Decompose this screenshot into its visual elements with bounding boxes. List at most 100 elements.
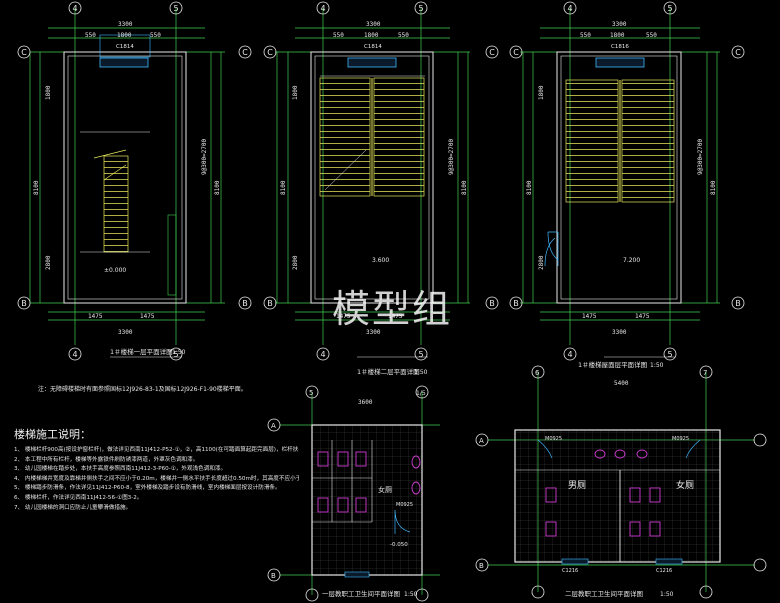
t1-door-tag: M0925 xyxy=(396,502,413,508)
dim-vtot-5: 8100 xyxy=(461,180,468,195)
t1-title: 一层教职工卫生间平面详图 xyxy=(322,589,400,598)
dim-total-1: 3300 xyxy=(118,21,133,28)
plan-title-1: 1＃楼梯一层平面详图 xyxy=(110,347,173,356)
axis-label-b1: B xyxy=(21,299,27,308)
t2-room-men: 男厕 xyxy=(568,480,586,491)
construction-notes: 楼梯施工说明： 1、 楼梯栏杆900高(按设护窗栏杆)，做法详见西南11J412… xyxy=(14,426,299,513)
dim-550-5: 550 xyxy=(580,32,591,39)
dim-vmid-1: 9@300=2700 xyxy=(201,138,208,175)
notes-title: 楼梯施工说明： xyxy=(14,428,91,441)
axis-label-5c: 5 xyxy=(418,4,423,13)
stair-note: 注：无障碍楼梯时有面参照国标12J926-83-1及国标12J926-F1-90… xyxy=(38,386,247,393)
axis-label-c5: C xyxy=(513,48,519,57)
note-item: 2、 本工程中所有栏杆，楼梯等外露铁件刷防锈漆两道，外罩灰色调和漆。 xyxy=(14,456,199,463)
axis-label-5d: 5 xyxy=(418,350,423,359)
note-item: 7、 幼儿园楼梯的洞口应防止儿童攀滑做措施。 xyxy=(14,504,132,511)
dim-550-1: 550 xyxy=(85,32,96,39)
note-item: 4、 内楼梯梯井宽度及靠梯井侧扶手之间不应小于0.20m，楼梯井一侧水平扶手长度… xyxy=(14,475,299,482)
dim-550-4: 550 xyxy=(398,32,409,39)
plan-title-2: 1＃楼梯二层平面详图 xyxy=(357,367,420,376)
axis-label-5b: 5 xyxy=(173,350,178,359)
axis-label-c6: C xyxy=(735,48,741,57)
dim-vtot-6: 8100 xyxy=(710,180,717,195)
t2-dim-width: 5400 xyxy=(614,380,629,387)
axis-label-b4: B xyxy=(489,299,495,308)
t1-axis-5: 5 xyxy=(309,389,313,397)
axis-label-4b: 4 xyxy=(72,350,77,359)
axis-label-b5: B xyxy=(513,299,519,308)
axis-label-c2: C xyxy=(242,48,248,57)
t2-title: 二层教职工卫生间平面详图 xyxy=(565,589,643,598)
stair-plan-1 xyxy=(29,8,225,358)
t1-axis-15: 1/5 xyxy=(416,390,426,397)
axis-label-b2: B xyxy=(242,299,248,308)
dim-v1800-2: 1800 xyxy=(292,85,299,100)
watermark: 模型组 xyxy=(332,287,453,331)
plan-scale-3: 1:50 xyxy=(650,362,664,369)
elev-label-3: 7.200 xyxy=(623,257,640,264)
t2-room-women: 女厕 xyxy=(676,479,694,491)
plan-scale-2: 1:50 xyxy=(414,369,428,376)
window-tag-2: C1814 xyxy=(364,44,382,50)
dim-1800-1: 1800 xyxy=(117,32,132,39)
t2-door-tag-2: M0925 xyxy=(672,436,689,442)
t2-axis-6: 6 xyxy=(535,369,540,377)
t1-dim-width: 3600 xyxy=(358,399,373,406)
axis-label-c3: C xyxy=(267,48,273,57)
note-item: 6、 楼梯栏杆，作法详见西南11J412-56-①图3-2。 xyxy=(14,494,143,501)
window-tag-1: C1814 xyxy=(116,44,134,50)
t1-axis-a: A xyxy=(271,422,276,430)
axis-label-4f: 4 xyxy=(567,350,572,359)
dim-1475-5: 1475 xyxy=(582,313,597,320)
axis-label-5a: 5 xyxy=(173,4,178,13)
dim-bottom-3: 3300 xyxy=(612,329,627,336)
dimension-labels: 3300 3300 3300 3300 3300 3300 550 550 55… xyxy=(33,21,717,336)
dim-vtot-4: 8100 xyxy=(214,180,221,195)
dim-vtot-2: 8100 xyxy=(280,180,287,195)
t1-axis-b: B xyxy=(271,572,276,580)
t1-room-label: 女厕 xyxy=(378,485,392,494)
dim-v2800-1: 2800 xyxy=(45,255,52,270)
toilet-plan-2: 6 7 A B 5400 男厕 女厕 M0925 M0925 C1216 C12… xyxy=(475,365,767,599)
axis-label-4c: 4 xyxy=(320,4,325,13)
dim-vtot-3: 8100 xyxy=(526,180,533,195)
axis-label-c4: C xyxy=(489,48,495,57)
axis-label-5e: 5 xyxy=(667,4,672,13)
dim-1475-3: 1475 xyxy=(336,313,351,320)
stair-plan-2 xyxy=(275,8,470,358)
dim-1475-6: 1475 xyxy=(635,313,650,320)
dim-1475-1: 1475 xyxy=(88,313,103,320)
dim-vmid-2: 9@300=2700 xyxy=(448,138,455,175)
dim-bottom-1: 3300 xyxy=(118,329,133,336)
dim-v1800-3: 1800 xyxy=(538,85,545,100)
dim-v2800-2: 2800 xyxy=(292,255,299,270)
note-item: 1、 楼梯栏杆900高(按设护窗栏杆)，做法详见西南11J412-P52-①，②… xyxy=(14,447,299,453)
t2-scale: 1:50 xyxy=(660,591,674,598)
t2-axis-7: 7 xyxy=(703,369,707,377)
elev-label-2: 3.600 xyxy=(372,257,389,264)
t2-door-tag-1: M0925 xyxy=(545,436,562,442)
dim-bottom-2: 3300 xyxy=(366,329,381,336)
plan-annotations: C1814 C1814 C1816 ±0.000 3.600 7.200 1＃楼… xyxy=(104,44,664,376)
axis-markers xyxy=(17,1,745,361)
dim-1800-2: 1800 xyxy=(364,32,379,39)
stair-plan-3 xyxy=(520,8,720,358)
axis-label-c1: C xyxy=(21,48,27,57)
dim-550-6: 550 xyxy=(646,32,657,39)
axis-label-b3: B xyxy=(267,299,273,308)
dim-v2800-3: 2800 xyxy=(538,255,545,270)
t2-axis-a: A xyxy=(479,437,484,445)
dim-v1800-1: 1800 xyxy=(45,85,52,100)
plan-scale-1: 1:50 xyxy=(172,349,186,356)
dim-550-3: 550 xyxy=(333,32,344,39)
dim-total-2: 3300 xyxy=(366,21,381,28)
elev-label-1: ±0.000 xyxy=(104,267,126,274)
dim-1475-4: 1475 xyxy=(388,313,403,320)
axis-label-5f: 5 xyxy=(667,350,672,359)
plan-title-3: 1＃楼梯屋面层平面详图 xyxy=(578,360,647,369)
note-item: 5、 楼梯踏步防滑条，作法详见11J412-P60-8，室外楼梯及踏步设有防滑线… xyxy=(14,485,281,492)
dim-1475-2: 1475 xyxy=(140,313,155,320)
axis-labels: 4 5 4 5 4 5 4 5 4 5 4 5 C B C B C B C B … xyxy=(21,4,741,359)
dim-vtot-1: 8100 xyxy=(33,180,40,195)
